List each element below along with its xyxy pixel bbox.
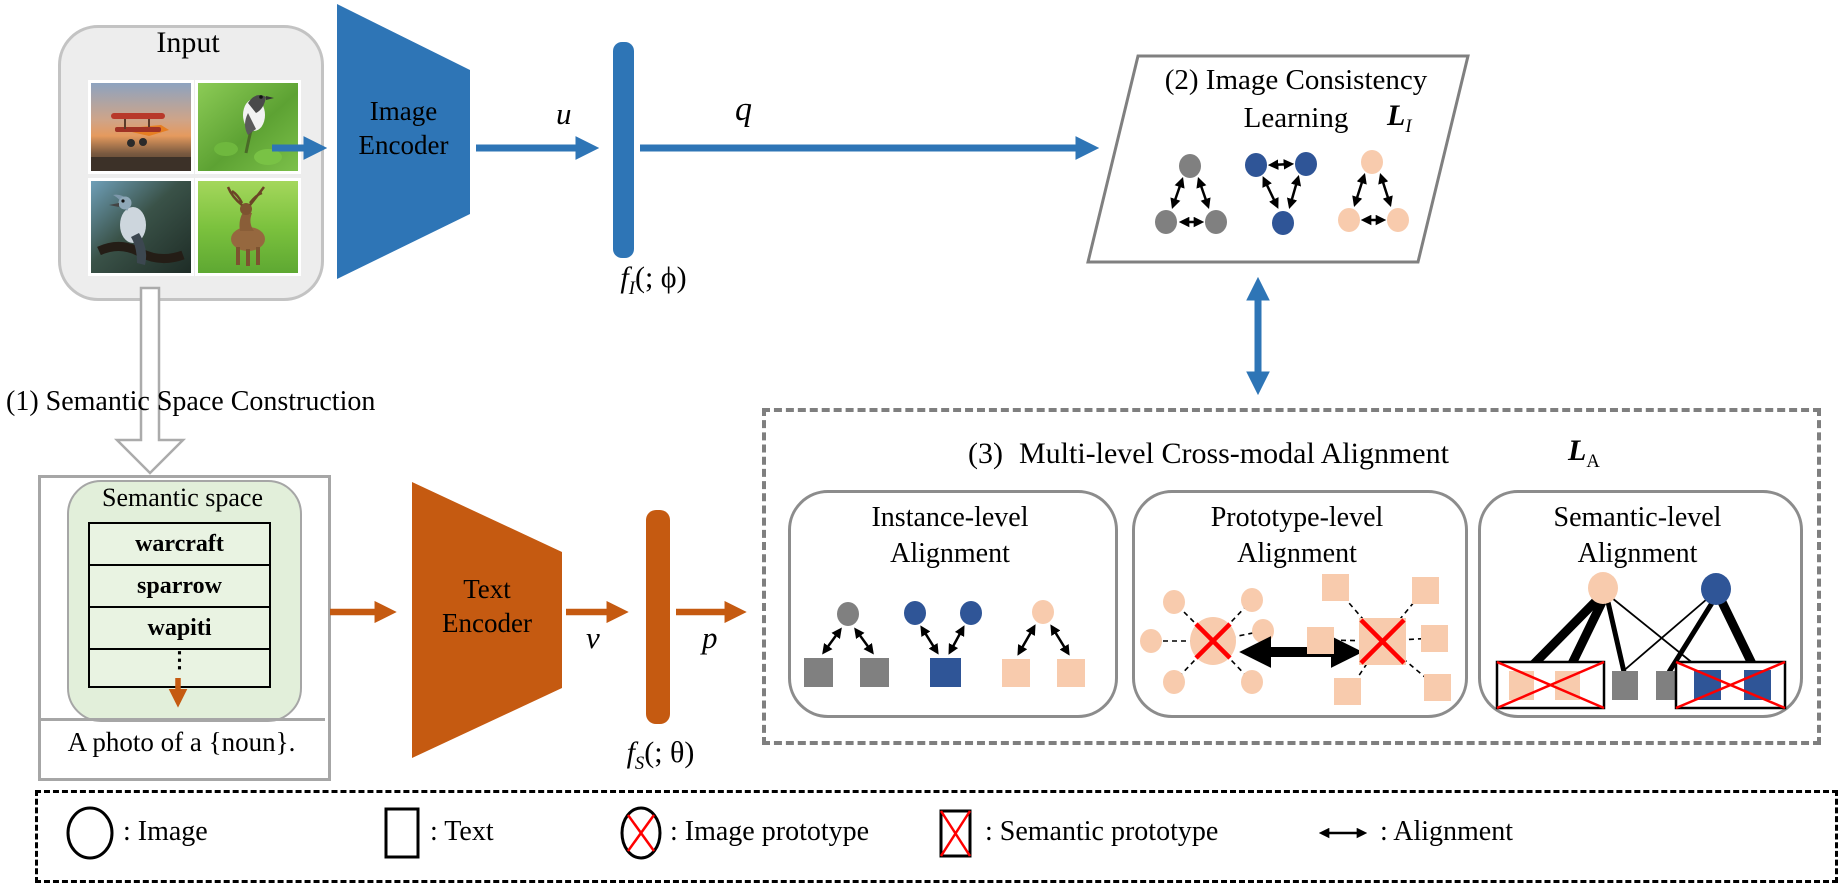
image-encoder-label-2: Encoder (358, 130, 449, 160)
loss-alignment-label: LA (1568, 434, 1600, 472)
wapiti-icon (226, 186, 265, 266)
loss-image-label: LI (1387, 99, 1412, 137)
instance-title-1: Instance-level (871, 502, 1029, 533)
noun-row: warcraft (90, 524, 269, 566)
legend-label-alignment: : Alignment (1380, 816, 1513, 847)
multilevel-alignment-dashed-box (762, 408, 1821, 745)
var-u: u (556, 96, 572, 131)
kingbird-icon (214, 95, 282, 165)
prompt-divider (38, 718, 325, 721)
f-image-label: fI(; ϕ) (620, 261, 687, 299)
input-image-airplane (88, 80, 194, 174)
semantic-space-title: Semantic space (102, 483, 263, 512)
input-image-magpie (88, 178, 194, 276)
input-image-kingbird (195, 80, 301, 174)
instance-title-2: Alignment (890, 538, 1010, 569)
semantic-title-2: Alignment (1577, 538, 1698, 569)
alignment-title: (3)Multi-level Cross-modal Alignment (968, 437, 1449, 470)
legend-box (35, 790, 1838, 883)
legend-label-text: : Text (430, 816, 494, 847)
text-encoder-label-1: Text (463, 574, 511, 604)
text-encoder-label-2: Encoder (442, 608, 532, 638)
noun-row: sparrow (90, 566, 269, 608)
image-encoder-label-1: Image (369, 96, 438, 126)
input-title: Input (156, 26, 220, 59)
legend-label-semantic-prototype: : Semantic prototype (985, 816, 1219, 847)
semantic-noun-table: warcraft sparrow wapiti ⋮ (88, 522, 271, 688)
biplane-icon (111, 113, 169, 147)
noun-row: wapiti (90, 608, 269, 650)
var-q: q (735, 91, 752, 128)
prototype-title-2: Alignment (1237, 538, 1357, 569)
noun-row-ellipsis: ⋮ (168, 647, 191, 672)
prototype-title-1: Prototype-level (1210, 502, 1384, 533)
consistency-title-1: (2) Image Consistency (1164, 64, 1428, 96)
input-image-wapiti (195, 178, 301, 276)
var-v: v (586, 620, 600, 655)
semantic-title-1: Semantic-level (1553, 502, 1722, 533)
legend-label-image: : Image (123, 816, 208, 847)
magpie-icon (97, 194, 185, 265)
step1-label: (1) Semantic Space Construction (6, 386, 376, 417)
var-p: p (702, 620, 718, 655)
consistency-title-2: Learning (1243, 102, 1349, 134)
legend-label-image-prototype: : Image prototype (670, 816, 870, 847)
prompt-text: A photo of a {noun}. (67, 727, 296, 757)
f-text-label: fS(; θ) (626, 736, 695, 774)
